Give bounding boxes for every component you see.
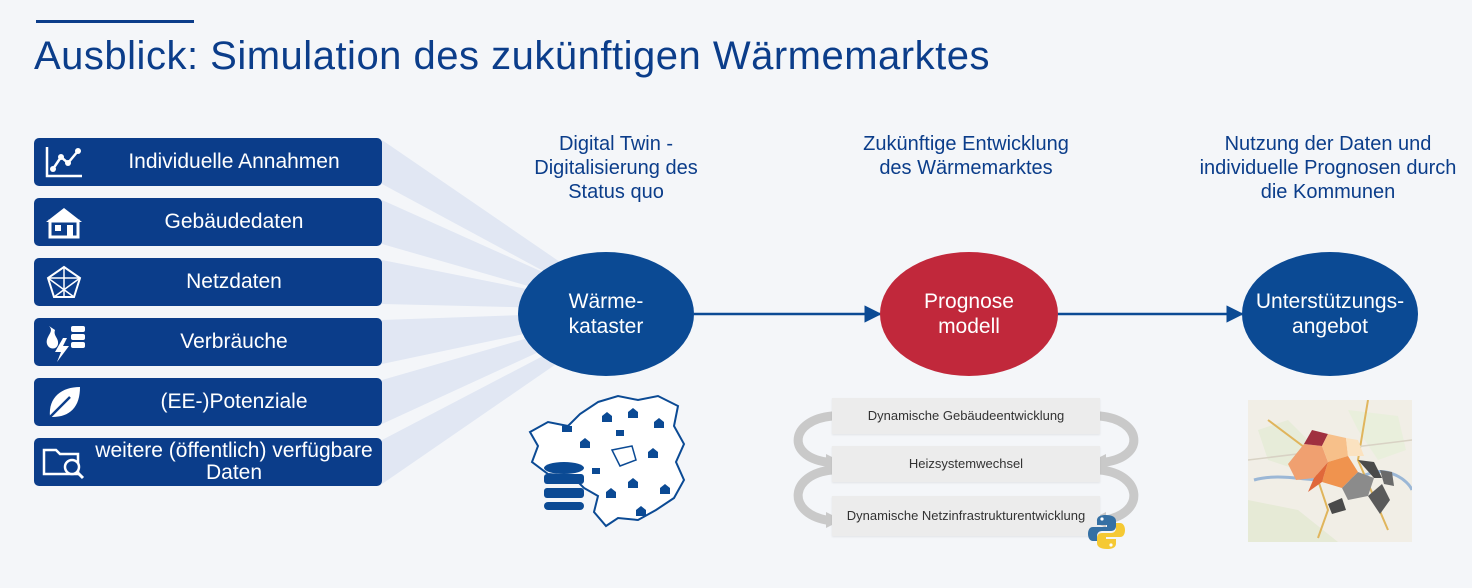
network-icon <box>34 258 94 306</box>
source-label: (EE-)Potenziale <box>160 390 308 413</box>
line-chart-icon <box>34 138 94 186</box>
source-label: Gebäudedaten <box>164 210 304 233</box>
model-step-network-development: Dynamische Netzinfrastrukturentwicklung <box>832 496 1100 536</box>
circle-waermekataster: Wärme-kataster <box>518 252 694 376</box>
source-network-data: Netzdaten <box>34 258 382 306</box>
region-map-database-icon <box>528 394 686 528</box>
stage-heading-municipal-use: Nutzung der Daten und individuelle Progn… <box>1199 133 1457 203</box>
source-label: Netzdaten <box>186 270 282 293</box>
title-accent-bar <box>36 20 194 23</box>
energy-consumption-icon <box>34 318 94 366</box>
source-renewable-potentials: (EE-)Potenziale <box>34 378 382 426</box>
circle-label: Wärme-kataster <box>568 290 644 338</box>
source-building-data: Gebäudedaten <box>34 198 382 246</box>
leaf-icon <box>34 378 94 426</box>
house-icon <box>34 198 94 246</box>
source-public-data: weitere (öffentlich) verfügbare Daten <box>34 438 382 486</box>
source-label: Verbräuche <box>180 330 288 353</box>
model-step-heating-system-change: Heizsystemwechsel <box>832 446 1100 482</box>
cycle-arrows-icon <box>793 411 1139 525</box>
stage-heading-digital-twin: Digital Twin - Digitalisierung des Statu… <box>534 133 698 203</box>
page-title: Ausblick: Simulation des zukünftigen Wär… <box>34 34 990 78</box>
stage-heading-future-development: Zukünftige Entwicklung des Wärmemarktes <box>863 133 1069 179</box>
circle-unterstuetzungsangebot: Unterstützungs-angebot <box>1242 252 1418 376</box>
folder-search-icon <box>34 438 94 486</box>
source-label: weitere (öffentlich) verfügbare Daten <box>95 439 373 484</box>
model-step-building-development: Dynamische Gebäudeentwicklung <box>832 398 1100 434</box>
source-rays <box>382 140 562 484</box>
municipality-heat-map <box>1248 400 1412 542</box>
source-consumption: Verbräuche <box>34 318 382 366</box>
circle-prognosemodell: Prognose modell <box>880 252 1058 376</box>
circle-label: Prognose modell <box>924 290 1014 338</box>
source-individual-assumptions: Individuelle Annahmen <box>34 138 382 186</box>
circle-label: Unterstützungs-angebot <box>1255 290 1405 338</box>
python-logo-icon <box>1088 515 1125 549</box>
source-label: Individuelle Annahmen <box>128 150 340 173</box>
